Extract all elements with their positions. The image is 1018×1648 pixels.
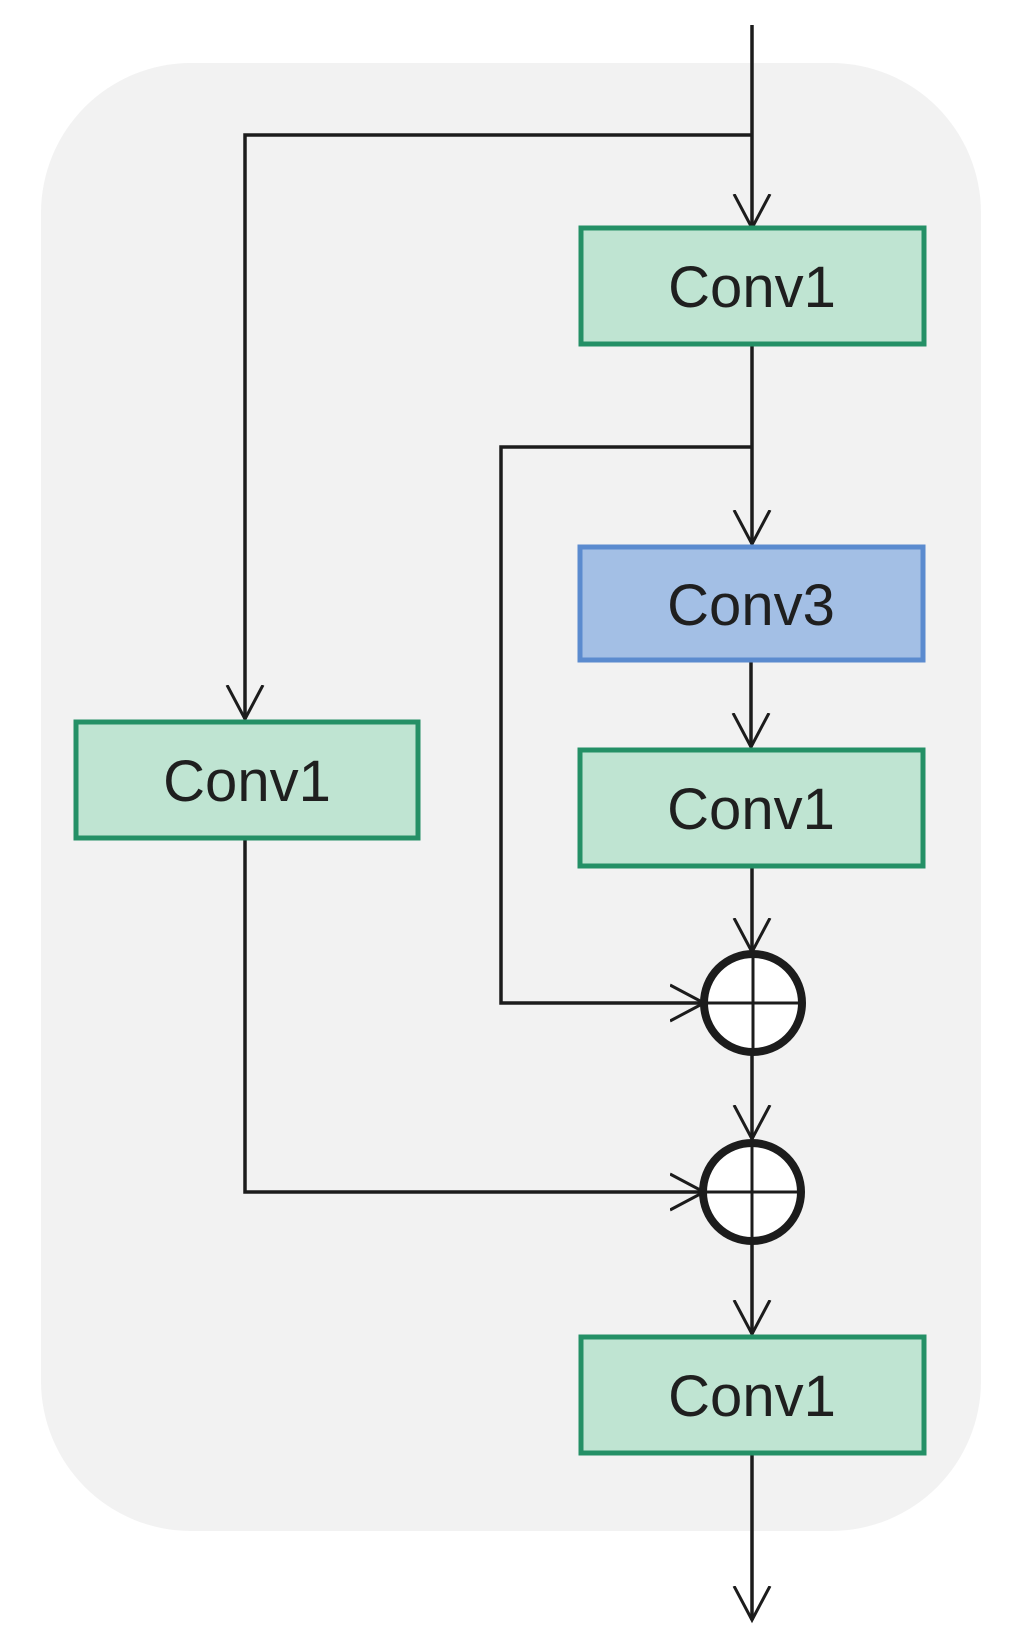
conv1-top-block: Conv1 <box>578 225 927 347</box>
left-branch-arrow <box>243 838 704 1192</box>
conv3-label: Conv3 <box>667 573 835 638</box>
conv1-mid-block: Conv1 <box>577 747 926 869</box>
conv1-bottom-block: Conv1 <box>578 1334 927 1456</box>
conv1-top-label: Conv1 <box>668 255 836 320</box>
connections <box>245 25 752 1620</box>
conv1-left-block: Conv1 <box>73 719 421 841</box>
add-operator-1 <box>700 950 806 1056</box>
conv3-block: Conv3 <box>577 544 926 663</box>
conv1-mid-label: Conv1 <box>667 777 835 842</box>
inner-skip-arrow <box>499 445 752 1003</box>
outer-skip-arrow <box>245 133 752 719</box>
add-operator-2 <box>699 1139 805 1245</box>
conv1-left-label: Conv1 <box>163 749 331 814</box>
conv1-bottom-label: Conv1 <box>668 1364 836 1429</box>
